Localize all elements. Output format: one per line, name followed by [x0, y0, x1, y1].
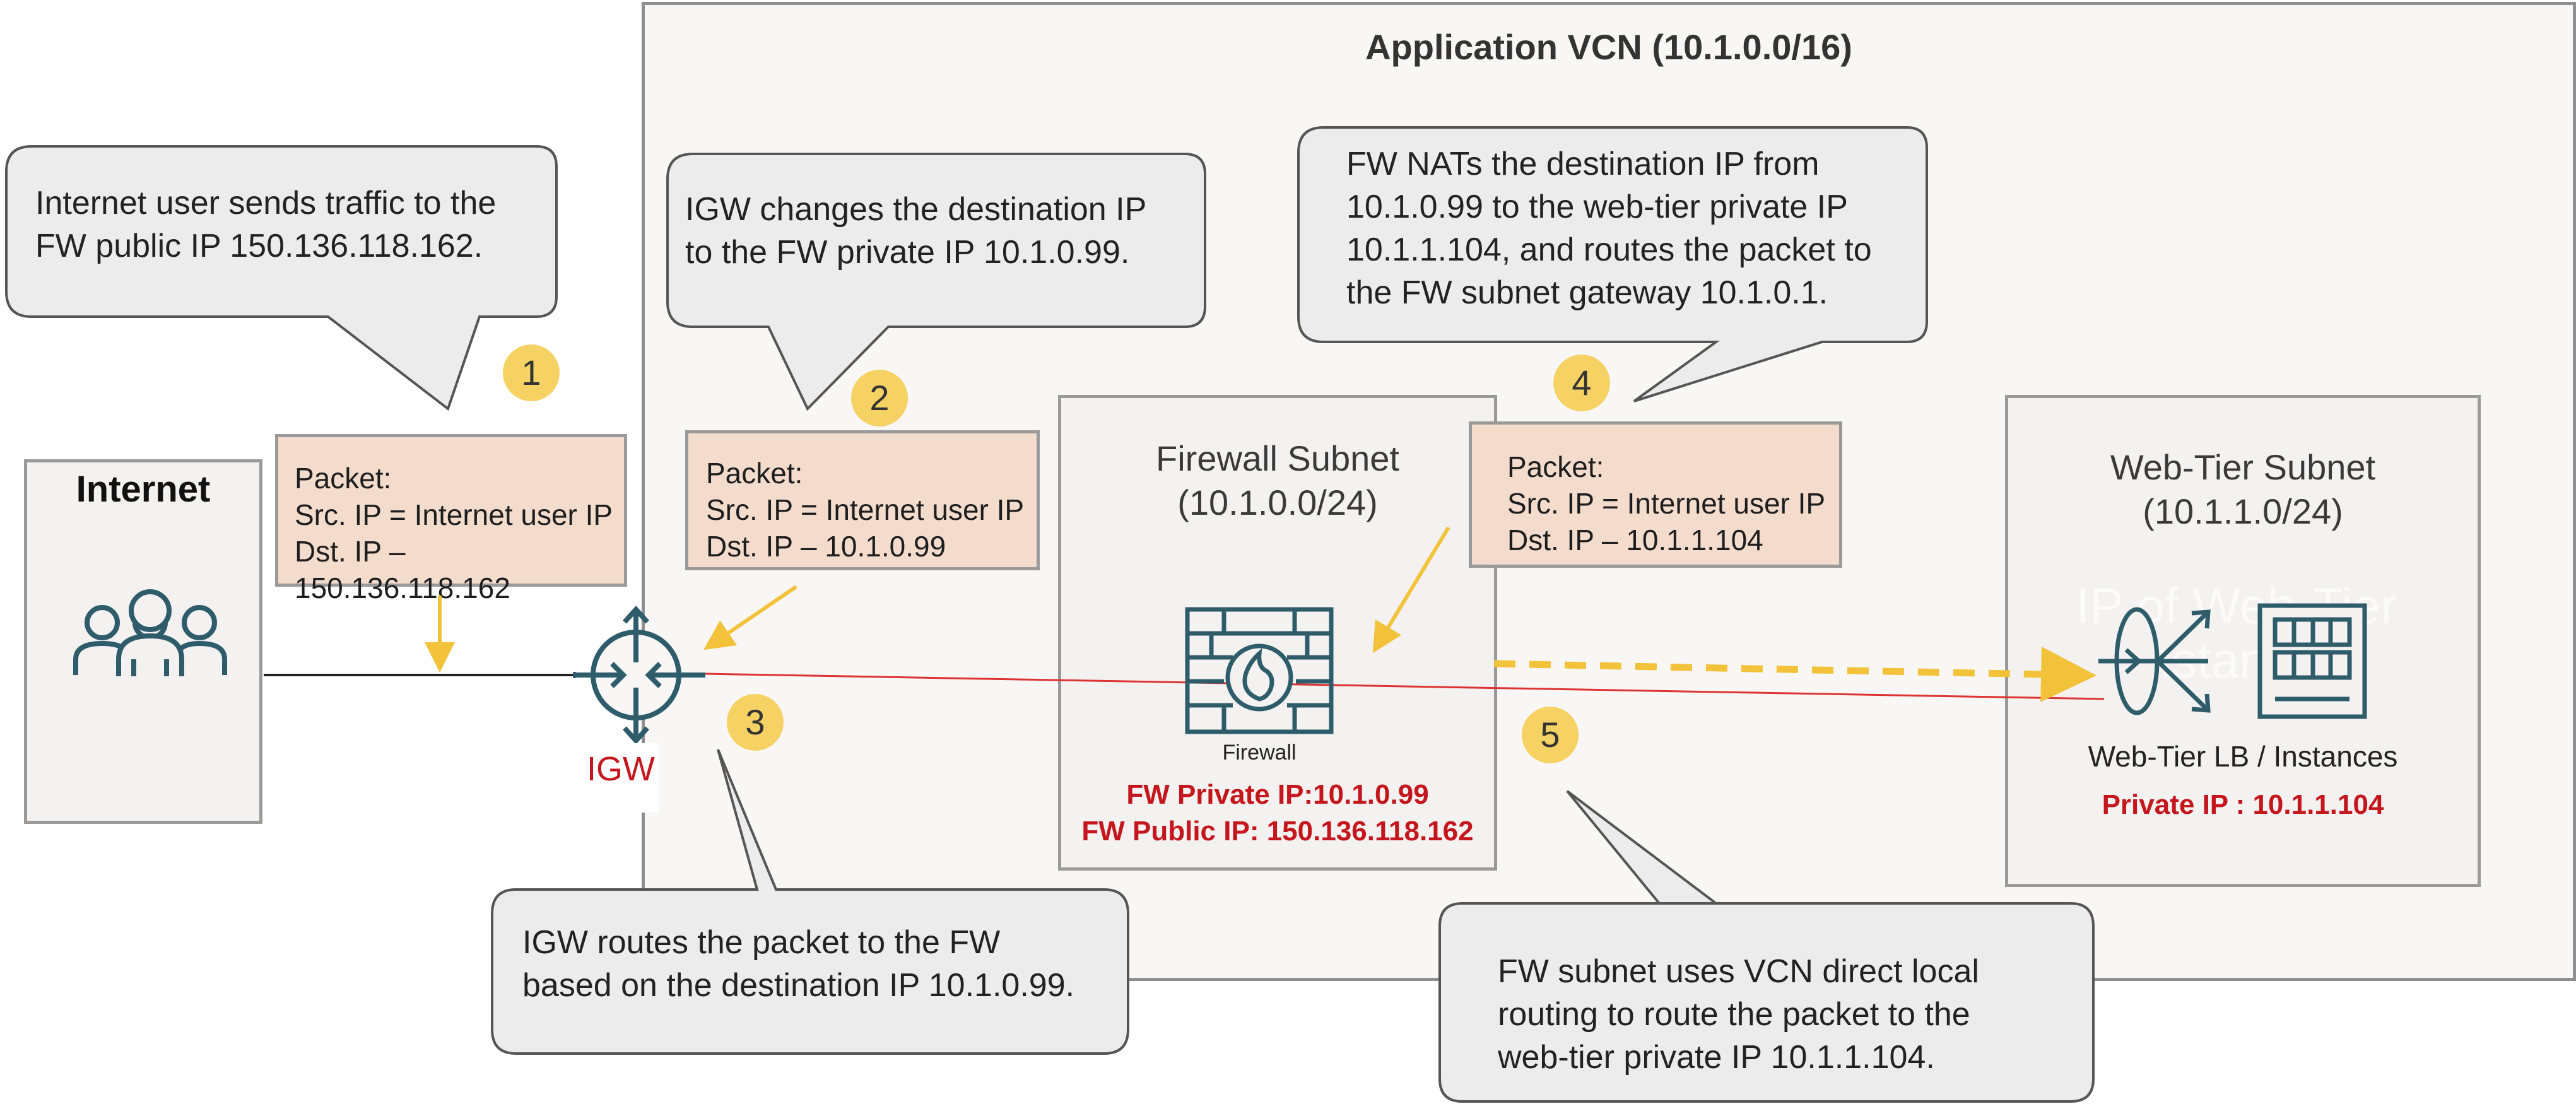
step-1-line-1: Internet user sends traffic to the: [35, 185, 497, 221]
step-badge-5: 5: [1522, 707, 1579, 763]
firewall-subnet-cidr: (10.1.0.0/24): [1177, 483, 1378, 522]
step-badge-2: 2: [851, 370, 908, 426]
step-1-line-2: FW public IP 150.136.118.162.: [35, 228, 483, 264]
vcn-title: Application VCN (10.1.0.0/16): [1365, 27, 1852, 67]
packet-1-title: Packet:: [295, 462, 392, 495]
fw-private-ip: FW Private IP:10.1.0.99: [1126, 779, 1429, 810]
igw-label: IGW: [587, 750, 655, 788]
web-tier-subnet-cidr: (10.1.1.0/24): [2143, 491, 2343, 531]
step-badge-1: 1: [503, 344, 560, 401]
fw-public-ip: FW Public IP: 150.136.118.162: [1081, 816, 1474, 847]
callout-2-bubble: [666, 153, 1206, 411]
igw-label-box: [583, 743, 659, 813]
step-4-line-4: the FW subnet gateway 10.1.0.1.: [1346, 274, 1828, 311]
callout-5-bubble: [1438, 790, 2095, 1103]
web-tier-private-ip: Private IP : 10.1.1.104: [2102, 789, 2384, 820]
fw-web-dashed-arrow: [1493, 646, 2097, 702]
igw-web-route-line: [705, 672, 2105, 700]
step-4-line-2: 10.1.0.99 to the web-tier private IP: [1346, 189, 1848, 225]
callout-3-bubble: [491, 749, 1129, 1055]
packet-2-src: Src. IP = Internet user IP: [706, 493, 1025, 526]
callout-4-bubble: [1297, 126, 1928, 402]
callout-4-text: FW NATs the destination IP from 10.1.0.9…: [1311, 143, 1929, 314]
users-icon: [73, 589, 227, 676]
step-4-line-3: 10.1.1.104, and routes the packet to: [1346, 232, 1872, 268]
step-5-line-1: FW subnet uses VCN direct local: [1498, 953, 1979, 990]
packet-2-title: Packet:: [706, 457, 803, 490]
packet-2-dst: Dst. IP – 10.1.0.99: [706, 530, 946, 563]
packet-1-dst-ip: 150.136.118.162: [295, 572, 510, 604]
packet-2-arrow: [703, 585, 797, 650]
instances-icon: [2257, 603, 2367, 719]
web-tier-device-label: Web-Tier LB / Instances: [2088, 740, 2398, 773]
step-3-line-2: based on the destination IP 10.1.0.99.: [522, 967, 1075, 1004]
packet-3-arrow: [1372, 526, 1450, 654]
step-3-line-1: IGW routes the packet to the FW: [522, 924, 1001, 961]
firewall-icon: [1185, 607, 1334, 734]
step-2-line-2: to the FW private IP 10.1.0.99.: [685, 234, 1130, 271]
packet-box-2: Packet: Src. IP = Internet user IP Dst. …: [685, 430, 1040, 570]
step-4-line-1: FW NATs the destination IP from: [1346, 146, 1820, 182]
packet-3-title: Packet:: [1507, 450, 1604, 483]
step-5-line-2: routing to route the packet to the: [1498, 996, 1970, 1033]
firewall-subnet-name: Firewall Subnet: [1156, 438, 1399, 478]
web-tier-subnet-title: Web-Tier Subnet (10.1.1.0/24): [2005, 445, 2481, 534]
step-badge-3: 3: [727, 694, 784, 751]
packet-1-src: Src. IP = Internet user IP: [295, 498, 613, 531]
callout-1-text: Internet user sends traffic to the FW pu…: [0, 182, 555, 267]
firewall-device-label: Firewall: [1222, 741, 1297, 765]
step-5-line-3: web-tier private IP 10.1.1.104.: [1498, 1039, 1935, 1076]
firewall-subnet-title: Firewall Subnet (10.1.0.0/24): [1058, 437, 1497, 525]
step-2-line-1: IGW changes the destination IP: [685, 191, 1147, 228]
step-badge-4: 4: [1553, 355, 1610, 411]
callout-1-bubble: [5, 145, 558, 411]
packet-3-dst: Dst. IP – 10.1.1.104: [1507, 524, 1763, 556]
callout-5-text: FW subnet uses VCN direct local routing …: [1462, 950, 2093, 1079]
packet-box-1: Packet: Src. IP = Internet user IP Dst. …: [275, 434, 627, 604]
igw-icon: [573, 606, 705, 744]
packet-3-src: Src. IP = Internet user IP: [1507, 487, 1826, 520]
callout-3-text: IGW routes the packet to the FW based on…: [487, 921, 1124, 1007]
callout-2-text: IGW changes the destination IP to the FW…: [650, 188, 1205, 274]
web-tier-subnet: [2005, 395, 2481, 887]
load-balancer-icon: [2098, 607, 2211, 715]
packet-box-3: Packet: Src. IP = Internet user IP Dst. …: [1469, 421, 1842, 568]
internet-label: Internet: [76, 469, 211, 510]
web-tier-subnet-name: Web-Tier Subnet: [2110, 447, 2376, 487]
packet-1-dst: Dst. IP –: [295, 535, 406, 568]
